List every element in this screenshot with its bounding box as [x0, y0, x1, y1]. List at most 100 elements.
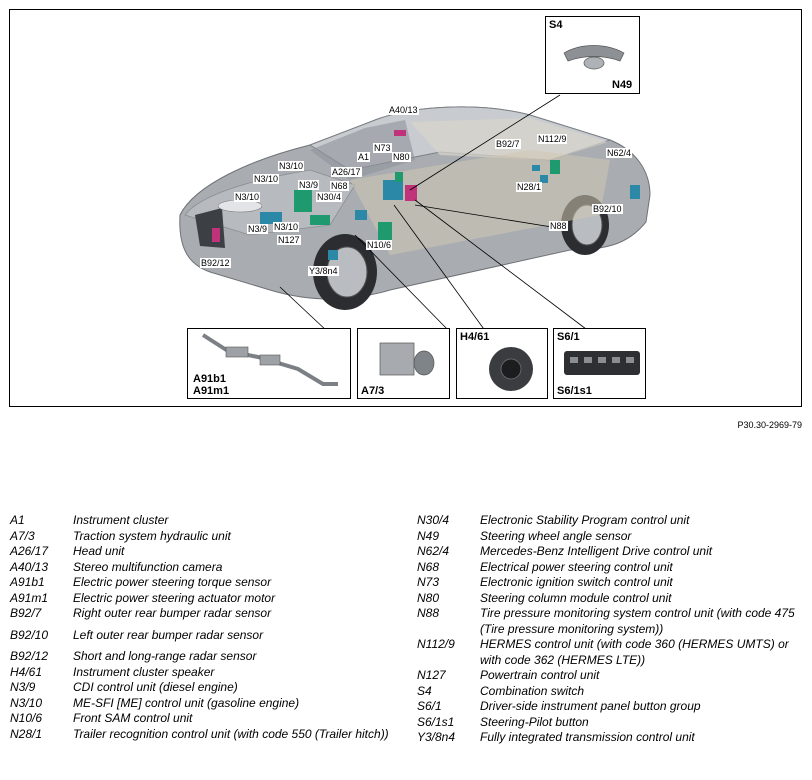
legend-code: N28/1	[10, 726, 43, 741]
legend-description: Head unit	[73, 544, 125, 558]
legend-code: B92/10	[10, 627, 49, 642]
legend-description: CDI control unit (diesel engine)	[73, 680, 238, 694]
legend-code: N10/6	[10, 711, 43, 725]
legend-code: N88	[417, 606, 440, 620]
legend-description: Electronic ignition switch control unit	[480, 575, 673, 589]
steering-rack-icon	[201, 333, 338, 386]
legend-code: A91m1	[10, 590, 49, 605]
legend-row: B92/10 Left outer rear bumper radar senso…	[10, 628, 398, 644]
callout-n112-9: N112/9	[537, 134, 568, 144]
legend-row: N80 Steering column module control unit	[417, 591, 805, 607]
legend-row: N3/9 CDI control unit (diesel engine)	[10, 680, 398, 696]
component-n112-9	[550, 160, 560, 174]
callout-n127: N127	[277, 235, 301, 245]
component-n62-4	[630, 185, 640, 199]
legend-row: N28/1 Trailer recognition control unit (w…	[10, 727, 398, 743]
car-grille	[195, 208, 225, 248]
legend-row: S4 Combination switch	[417, 684, 805, 700]
legend-description: Fully integrated transmission control un…	[480, 730, 695, 744]
legend-description: Traction system hydraulic unit	[73, 528, 231, 543]
callout-n88: N88	[549, 221, 568, 231]
legend-code: S4	[417, 683, 432, 698]
component-y3-8n4	[328, 250, 338, 260]
legend-code: N3/10	[10, 695, 43, 710]
callout-n3-9-b: N3/9	[247, 224, 269, 234]
inset-button-group-top-label: S6/1	[557, 331, 580, 343]
legend-description: ME-SFI [ME] control unit (gasoline engin…	[73, 695, 300, 710]
combination-switch-icon	[563, 45, 625, 70]
legend-code: N49	[417, 528, 440, 543]
legend-row: N3/10 ME-SFI [ME] control unit (gasoline …	[10, 696, 398, 712]
car-windshield	[310, 120, 415, 180]
legend-description: Electronic Stability Program control uni…	[480, 513, 690, 527]
callout-n28-1: N28/1	[516, 182, 543, 192]
legend-description: HERMES control unit (with code 360 (HERM…	[480, 637, 789, 667]
inset-button-group-bottom-label: S6/1s1	[557, 385, 592, 397]
legend-code: N73	[417, 575, 440, 589]
traction-unit-icon	[379, 342, 435, 376]
button-group-icon	[564, 351, 640, 375]
legend-description: Front SAM control unit	[73, 711, 193, 725]
component-n30-4	[310, 215, 330, 225]
legend-description: Electric power steering torque sensor	[73, 575, 272, 589]
legend-code: A91b1	[10, 575, 45, 589]
callout-b92-10: B92/10	[592, 204, 623, 214]
legend-code: A26/17	[10, 544, 49, 558]
callout-n80: N80	[392, 152, 411, 162]
figure-reference: P30.30-2969-79	[737, 420, 802, 430]
legend-row: Y3/8n4 Fully integrated transmission cont…	[417, 730, 805, 746]
inset-speaker: H4/61	[456, 328, 548, 399]
callout-a40-13: A40/13	[388, 105, 419, 115]
legend-code: N3/9	[10, 680, 36, 694]
legend-code: N62/4	[417, 544, 450, 558]
vehicle-illustration	[179, 94, 651, 333]
legend-description: Electrical power steering control unit	[480, 559, 673, 574]
component-n68	[355, 210, 367, 220]
legend-code: Y3/8n4	[417, 730, 456, 744]
legend-description: Steering-Pilot button	[480, 714, 589, 729]
inset-steering-rack-line1: A91b1	[193, 373, 227, 385]
legend-code: B92/7	[10, 606, 42, 620]
legend-description: Instrument cluster	[73, 513, 169, 527]
inset-speaker-label: H4/61	[460, 331, 490, 343]
legend-row: B92/7 Right outer rear bumper radar senso…	[10, 606, 398, 622]
inset-traction-unit-label: A7/3	[361, 385, 385, 397]
component-n28-1	[540, 175, 548, 183]
legend-row: A91b1 Electric power steering torque sens…	[10, 575, 398, 591]
callout-n30-4: N30/4	[316, 192, 343, 202]
component-b92-12	[212, 228, 220, 242]
legend-row: N10/6 Front SAM control unit	[10, 711, 398, 727]
legend-description: Left outer rear bumper radar sensor	[73, 627, 264, 642]
component-n10-6	[378, 222, 392, 240]
callout-n3-9-a: N3/9	[298, 180, 320, 190]
inset-button-group: S6/1 S6/1s1	[553, 328, 646, 399]
legend-description: Steering column module control unit	[480, 590, 672, 605]
callout-n10-6: N10/6	[366, 240, 393, 250]
legend-description: Combination switch	[480, 683, 585, 698]
inset-combination-switch-bottom-label: N49	[612, 79, 633, 91]
component-a26-17	[383, 180, 403, 200]
legend-description: Right outer rear bumper radar sensor	[73, 606, 272, 620]
inset-combination-switch-top-label: S4	[549, 19, 563, 31]
legend-description: Stereo multifunction camera	[73, 559, 223, 574]
legend-description: Trailer recognition control unit (with c…	[73, 726, 389, 741]
legend-row: A26/17 Head unit	[10, 544, 398, 560]
legend-code: N80	[417, 590, 440, 605]
legend-description: Powertrain control unit	[480, 668, 600, 682]
callout-b92-7: B92/7	[495, 139, 521, 149]
inset-traction-unit: A7/3	[357, 328, 450, 399]
leader-lines	[279, 94, 591, 333]
callout-n3-10-a: N3/10	[278, 161, 305, 171]
legend-code: S6/1	[417, 699, 442, 713]
legend-code: B92/12	[10, 649, 49, 663]
